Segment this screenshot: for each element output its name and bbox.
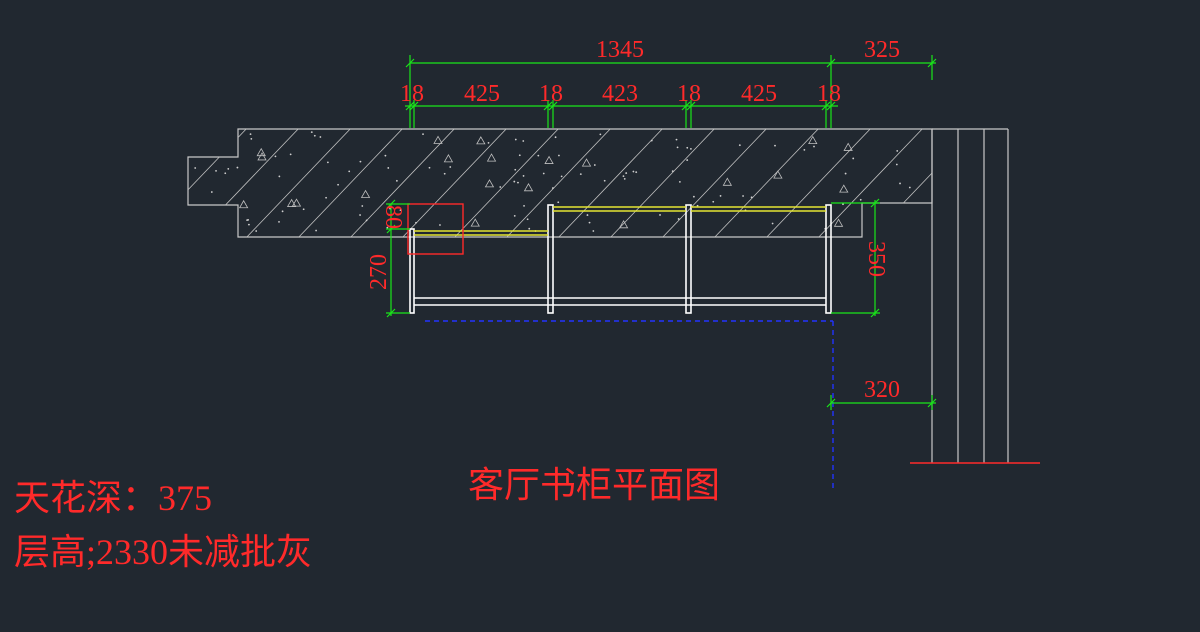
right-wall [910, 128, 1040, 464]
dim-depth-right: 350 [863, 241, 889, 277]
concrete-hatch [188, 129, 932, 237]
concrete-beam [187, 128, 933, 238]
center-lines [425, 320, 834, 488]
ceiling-depth-note: 天花深：375 [14, 478, 213, 518]
dim-board-1: 18 [400, 81, 424, 107]
bookcase-plan [407, 203, 832, 314]
dim-board-2: 18 [539, 81, 563, 107]
dim-board-3: 18 [677, 81, 701, 107]
floor-height-note: 层高;2330未减批灰 [14, 532, 313, 572]
dim-wall-offset: 320 [864, 377, 900, 403]
dim-return-width: 325 [864, 37, 900, 63]
dim-bay-1: 425 [464, 81, 500, 107]
dim-cabinet-depth: 270 [366, 254, 392, 290]
detail-highlight-box [407, 203, 464, 255]
drawing-title: 客厅书柜平面图 [468, 465, 720, 505]
dim-overall-width: 1345 [596, 37, 644, 63]
dim-bay-3: 425 [741, 81, 777, 107]
cabinet-frame [409, 204, 832, 314]
shelf-boards [414, 206, 826, 236]
dimension-labels: 1345 325 18 425 18 423 18 425 18 80 270 … [366, 37, 900, 403]
dim-board-4: 18 [817, 81, 841, 107]
dim-bay-2: 423 [602, 81, 638, 107]
dim-top-gap: 80 [380, 205, 406, 229]
dimension-lines [386, 55, 937, 410]
